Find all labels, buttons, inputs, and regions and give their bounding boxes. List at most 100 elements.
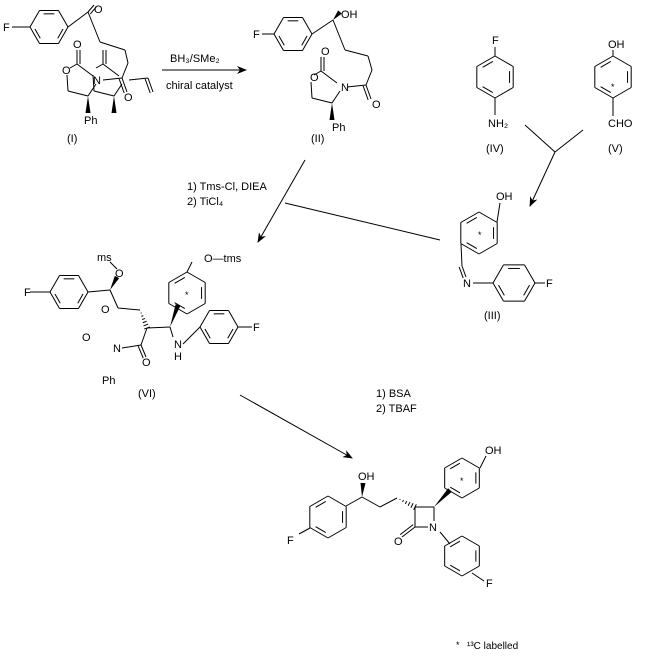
bond: [67, 11, 89, 28]
compound-label: (I): [67, 133, 77, 145]
ring-inner-bond: [449, 486, 461, 494]
atom-F: F: [253, 322, 260, 334]
compound-VI: ms O F O—tms * O O N O Ph N H F (VI): [24, 252, 260, 400]
reagent-tbaf: 2) TBAF: [376, 403, 417, 415]
hydroxyl-label: OH: [485, 445, 502, 457]
merge-line-v: [554, 129, 584, 153]
ring-bond: [612, 87, 632, 99]
ring-bond: [302, 33, 313, 51]
atom-F: F: [253, 29, 260, 41]
bond: [109, 289, 119, 309]
ring-bond: [29, 26, 40, 44]
compound-label: (II): [311, 133, 324, 145]
hash-bond: [407, 501, 411, 507]
double-bond: [362, 85, 369, 101]
ring-bond: [186, 271, 206, 283]
bond: [76, 63, 94, 77]
atom-O: O: [101, 304, 110, 316]
atom-F: F: [24, 287, 31, 299]
ring-inner-bond: [227, 328, 234, 339]
bond: [109, 261, 118, 270]
label-star: *: [611, 82, 615, 92]
bond: [331, 90, 341, 104]
ring-bond: [478, 243, 498, 255]
ring-bond: [273, 33, 284, 51]
reagent-chiral-catalyst: chiral catalyst: [166, 80, 233, 92]
phenyl-label: Ph: [84, 115, 97, 127]
compound-V: OH * CHO (V): [608, 39, 633, 155]
compound-I: F O O O N O Ph (I): [3, 4, 133, 145]
ring-inner-bond: [174, 277, 186, 284]
ring-bond: [78, 275, 89, 293]
ring-inner-bond: [600, 61, 612, 68]
bond: [124, 49, 129, 64]
double-bond: [121, 77, 128, 93]
bond: [102, 63, 120, 77]
bond: [496, 202, 501, 223]
bond: [140, 327, 148, 346]
ring-bond: [327, 495, 347, 507]
atom-O: O: [321, 46, 330, 58]
atom-N: N: [93, 75, 101, 87]
label-star: *: [478, 230, 482, 240]
compound-label: (III): [484, 310, 501, 322]
bond: [102, 77, 123, 81]
ring-inner-bond: [301, 35, 308, 46]
footnote-star: *: [456, 640, 460, 650]
atom-O: O: [62, 65, 71, 77]
bond: [311, 97, 333, 104]
hydroxyl-label: OH: [496, 191, 513, 203]
double-bond: [137, 345, 144, 359]
bond: [460, 243, 463, 267]
compound-III: OH * N F (III): [463, 191, 553, 322]
double-bond: [144, 78, 151, 94]
hash-bond: [142, 320, 147, 324]
double-bond: [140, 344, 147, 358]
atom-F: F: [287, 535, 294, 547]
double-bond: [401, 526, 416, 538]
ring-bond: [594, 87, 614, 99]
bond: [320, 70, 338, 84]
hydroxyl-label: OH: [341, 9, 358, 21]
ring-bond: [186, 303, 206, 315]
mesyl-label: ms: [97, 252, 112, 264]
double-bond: [461, 265, 467, 278]
bond: [99, 41, 126, 51]
atom-O: O: [115, 268, 124, 280]
ring-inner-bond: [315, 526, 327, 533]
atom-O: O: [94, 4, 103, 16]
arrow-to-iii: [529, 151, 556, 207]
bond: [87, 83, 97, 97]
atom-N: N: [341, 82, 349, 94]
double-bond: [89, 6, 97, 15]
ring-bond: [494, 55, 514, 67]
ring-bond: [594, 55, 614, 67]
hash-bond: [410, 503, 414, 508]
atom-N: N: [463, 278, 471, 290]
bond: [361, 496, 381, 508]
hash-bond: [404, 500, 408, 505]
bond: [186, 261, 193, 273]
atom-N: N: [429, 522, 437, 534]
ring-bond: [309, 495, 329, 507]
bond: [344, 49, 369, 57]
atom-O: O: [82, 332, 91, 344]
ring-bond: [524, 282, 536, 302]
joining-line-imine: [284, 202, 441, 241]
ring-bond: [199, 326, 210, 344]
bond: [69, 63, 78, 69]
ring-bond: [309, 527, 329, 539]
bond: [117, 307, 141, 311]
bond: [439, 531, 451, 545]
ring-bond: [168, 271, 188, 283]
ring-inner-bond: [482, 86, 494, 93]
ring-inner-bond: [449, 462, 461, 470]
ring-inner-bond: [278, 35, 285, 46]
bond: [311, 19, 334, 35]
bond-lines: [12, 4, 632, 582]
ring-bond: [49, 291, 60, 309]
label-star: *: [460, 476, 464, 486]
compound-IV: F NH₂ (IV): [486, 35, 508, 155]
bond: [345, 496, 363, 507]
